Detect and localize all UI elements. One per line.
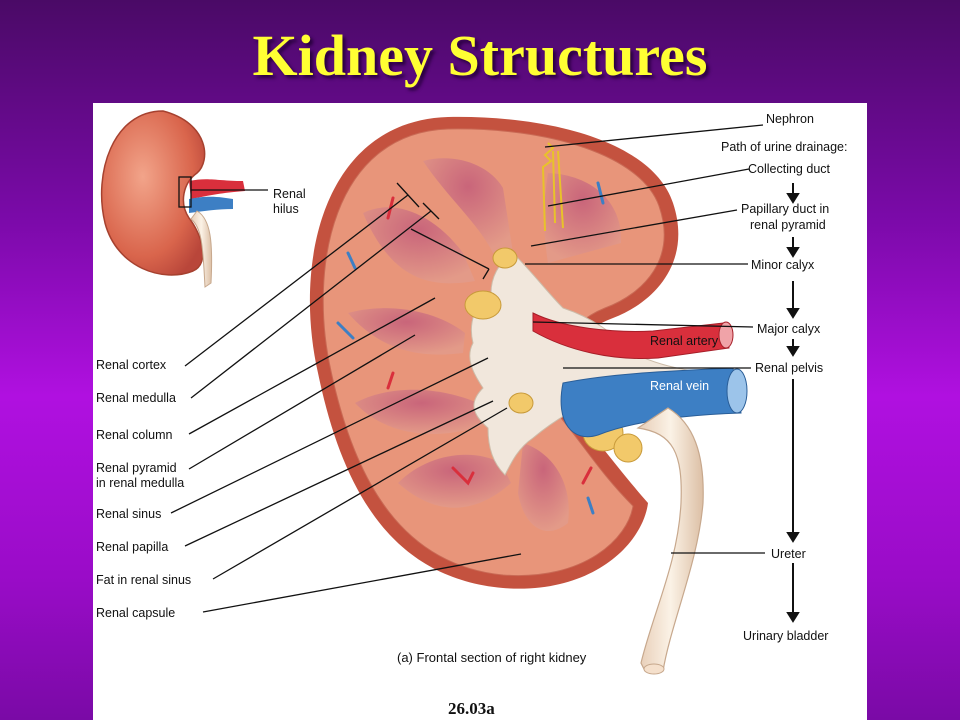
renal-artery-shape [532, 312, 730, 359]
label-renal-hilus-line-1: Renal [273, 187, 306, 201]
leader-renal-column [188, 297, 436, 435]
cortex-bracket [396, 182, 420, 208]
fat-deposit [613, 433, 643, 463]
inset-renal-artery [189, 179, 245, 199]
arrow-minor-to-major-head [786, 308, 800, 319]
right-leader-lines [525, 124, 765, 554]
ureter-opening [643, 663, 665, 675]
fat-deposit [464, 290, 502, 320]
label-renal-pyramid-line-1: Renal pyramid [96, 461, 177, 475]
label-collecting-duct: Collecting duct [748, 162, 831, 176]
arrow-major-to-pelvis-head [786, 346, 800, 357]
urine-path-arrows [786, 183, 800, 623]
inset-hilus-bracket [178, 176, 192, 208]
label-renal-column: Renal column [96, 428, 172, 442]
leader-renal-sinus [170, 357, 489, 514]
label-nephron: Nephron [766, 112, 814, 126]
renal-pyramid [398, 454, 511, 508]
leader-major-calyx [532, 321, 754, 328]
arrow-papillary-to-minor-head [786, 247, 800, 258]
label-renal-artery: Renal artery [650, 334, 719, 348]
kidney-section [309, 116, 748, 675]
label-renal-papilla: Renal papilla [96, 540, 168, 554]
label-renal-sinus: Renal sinus [96, 507, 161, 521]
leader-nephron [544, 124, 764, 148]
label-renal-vein: Renal vein [650, 379, 709, 393]
label-papillary-duct-line-2: renal pyramid [750, 218, 826, 232]
figure-number: 26.03a [448, 699, 495, 718]
arrow-pelvis-to-ureter-head [786, 532, 800, 543]
label-path-heading: Path of urine drainage: [721, 140, 847, 154]
interlobar-vessels [336, 181, 605, 515]
figure-caption: (a) Frontal section of right kidney [397, 650, 587, 665]
nephron-shape [541, 142, 564, 232]
renal-pyramid [518, 443, 569, 532]
leader-collecting-duct [547, 168, 750, 207]
slide-title: Kidney Structures [252, 23, 708, 88]
renal-pyramid [423, 158, 513, 253]
leader-papillary-duct [530, 209, 738, 247]
renal-vein-shape [560, 367, 742, 438]
inset-kidney-shape [100, 110, 206, 276]
label-ureter: Ureter [771, 547, 806, 561]
inset-ureter [190, 210, 213, 288]
renal-pyramid [348, 308, 465, 355]
inset-kidney [100, 110, 268, 288]
leader-renal-capsule [202, 553, 522, 613]
label-urinary-bladder: Urinary bladder [743, 629, 828, 643]
arrow-collecting-to-papillary-head [786, 193, 800, 204]
label-major-calyx: Major calyx [757, 322, 821, 336]
renal-artery-opening [718, 321, 734, 349]
leader-pyramid-detail [410, 228, 490, 270]
fat-deposit [492, 247, 518, 269]
leader-renal-papilla [184, 400, 494, 547]
renal-pyramid [363, 207, 475, 284]
ureter-shape [636, 407, 704, 672]
label-papillary-duct-line-1: Papillary duct in [741, 202, 829, 216]
leader-renal-medulla [190, 210, 432, 399]
figure-panel: Renal hilus Renal cortex Renal medulla R… [93, 103, 867, 720]
leader-pyramid-tick [482, 268, 490, 280]
fat-deposit [508, 392, 534, 414]
kidney-diagram: Renal hilus Renal cortex Renal medulla R… [96, 110, 847, 718]
label-renal-capsule: Renal capsule [96, 606, 175, 620]
renal-pyramid [355, 389, 488, 435]
leader-renal-pyramid [188, 334, 416, 470]
label-renal-medulla: Renal medulla [96, 391, 176, 405]
label-renal-cortex: Renal cortex [96, 358, 167, 372]
left-leader-lines [170, 182, 522, 613]
renal-vein-opening [726, 368, 748, 414]
label-minor-calyx: Minor calyx [751, 258, 815, 272]
medulla-bracket [422, 202, 440, 220]
arrow-ureter-to-bladder-head [786, 612, 800, 623]
label-renal-pelvis: Renal pelvis [755, 361, 823, 375]
inset-renal-vein [189, 196, 233, 213]
label-renal-pyramid-line-2: in renal medulla [96, 476, 184, 490]
label-renal-hilus-line-2: hilus [273, 202, 299, 216]
leader-fat-in-renal-sinus [212, 407, 508, 580]
label-fat-in-renal-sinus: Fat in renal sinus [96, 573, 191, 587]
leader-renal-cortex [184, 194, 409, 367]
